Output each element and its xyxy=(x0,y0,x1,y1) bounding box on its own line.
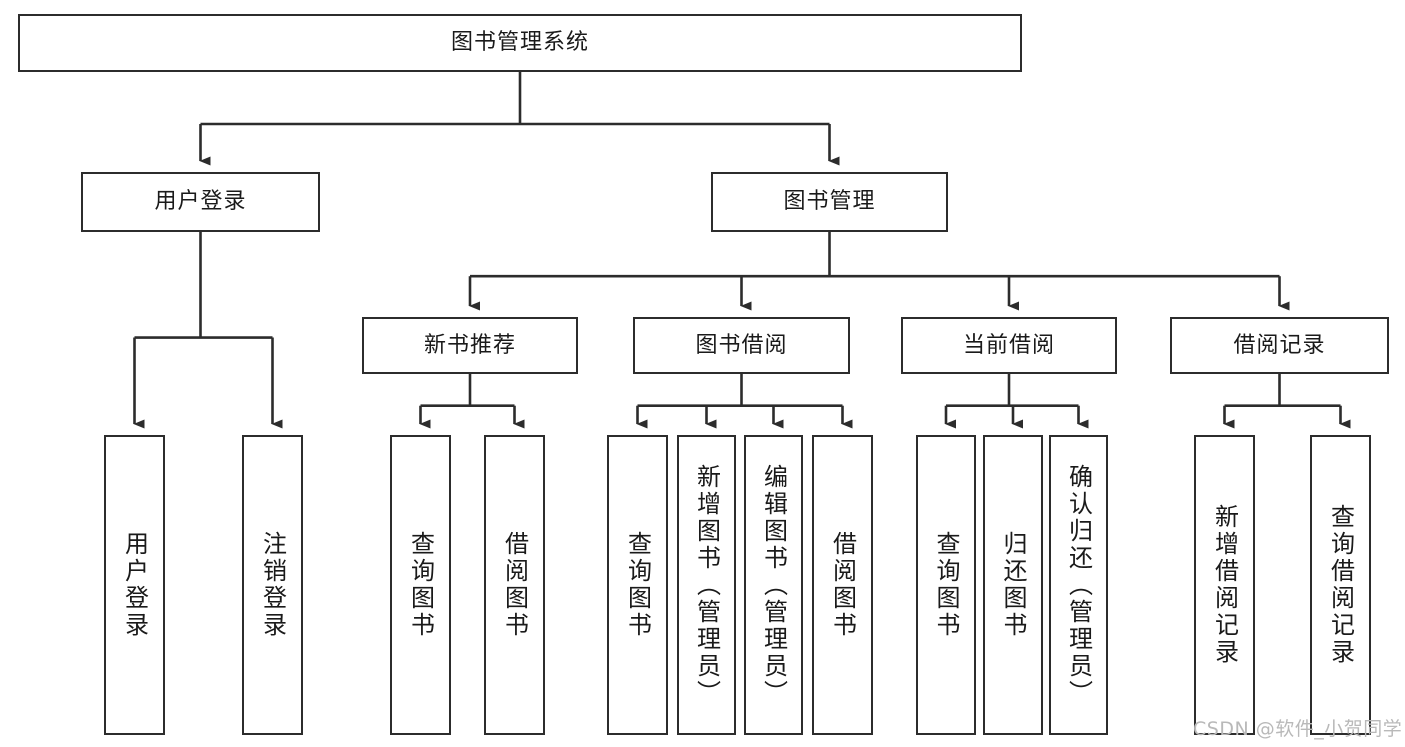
node-label: 新书推荐 xyxy=(423,332,516,358)
node-label: 图书管理系统 xyxy=(450,30,589,56)
node-leaf-user-login[interactable]: 用户登录 xyxy=(104,435,165,735)
node-book-management[interactable]: 图书管理 xyxy=(711,172,948,232)
node-label: 归还图书 xyxy=(999,531,1027,639)
node-leaf-query-book-recommend[interactable]: 查询图书 xyxy=(390,435,451,735)
node-leaf-borrow-book[interactable]: 借阅图书 xyxy=(812,435,873,735)
node-label: 借阅记录 xyxy=(1233,332,1326,358)
node-label: 注销登录 xyxy=(258,531,287,639)
node-label: 用户登录 xyxy=(120,531,149,639)
node-label: 用户登录 xyxy=(154,189,247,215)
node-current-borrow[interactable]: 当前借阅 xyxy=(901,317,1117,374)
node-label: 编辑图书（管理员） xyxy=(759,463,788,707)
node-root-图书管理系统[interactable]: 图书管理系统 xyxy=(18,14,1022,72)
node-label: 查询图书 xyxy=(406,531,435,639)
node-label: 新增借阅记录 xyxy=(1210,504,1239,666)
node-label: 图书管理 xyxy=(783,189,876,215)
node-label: 借阅图书 xyxy=(500,531,529,639)
node-label: 图书借阅 xyxy=(695,332,788,358)
node-leaf-query-book-current[interactable]: 查询图书 xyxy=(916,435,976,735)
node-leaf-logout-login[interactable]: 注销登录 xyxy=(242,435,303,735)
tree-connectors xyxy=(133,72,1351,429)
node-leaf-query-borrow-record[interactable]: 查询借阅记录 xyxy=(1310,435,1371,735)
node-label: 当前借阅 xyxy=(962,332,1055,358)
node-borrow-record[interactable]: 借阅记录 xyxy=(1170,317,1389,374)
node-leaf-add-book-admin[interactable]: 新增图书（管理员） xyxy=(677,435,736,735)
node-book-borrow[interactable]: 图书借阅 xyxy=(633,317,850,374)
node-user-login[interactable]: 用户登录 xyxy=(81,172,320,232)
node-leaf-return-book[interactable]: 归还图书 xyxy=(983,435,1043,735)
node-label: 确认归还（管理员） xyxy=(1064,463,1093,707)
node-label: 借阅图书 xyxy=(828,531,857,639)
node-new-book-recommend[interactable]: 新书推荐 xyxy=(362,317,578,374)
node-leaf-query-book-borrow[interactable]: 查询图书 xyxy=(607,435,668,735)
node-leaf-edit-book-admin[interactable]: 编辑图书（管理员） xyxy=(744,435,803,735)
node-leaf-confirm-return-admin[interactable]: 确认归还（管理员） xyxy=(1049,435,1108,735)
node-leaf-add-borrow-record[interactable]: 新增借阅记录 xyxy=(1194,435,1255,735)
node-label: 查询借阅记录 xyxy=(1326,504,1355,666)
node-label: 新增图书（管理员） xyxy=(692,463,721,707)
node-leaf-borrow-book-recommend[interactable]: 借阅图书 xyxy=(484,435,545,735)
node-label: 查询图书 xyxy=(623,531,652,639)
node-label: 查询图书 xyxy=(932,531,960,639)
